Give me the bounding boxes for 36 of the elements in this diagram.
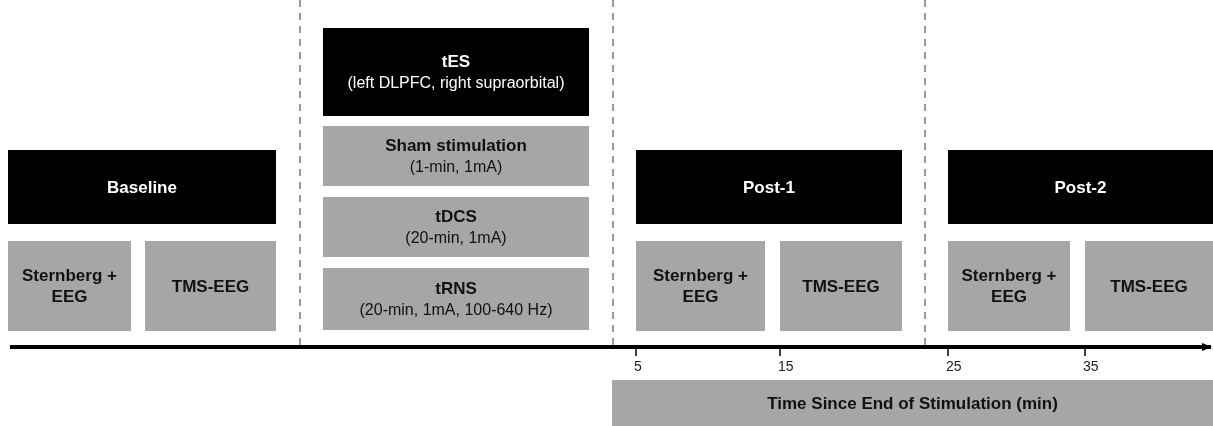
condition-box	[323, 268, 589, 330]
box-title: tES	[441, 51, 471, 72]
box-title: Sternberg + EEG	[652, 265, 749, 307]
task-box	[1085, 241, 1213, 331]
tick-label: 35	[1083, 358, 1099, 374]
tick-label: 15	[778, 358, 794, 374]
phase-header	[948, 150, 1213, 224]
box-title: Post-1	[743, 176, 795, 198]
box-title: TMS-EEG	[802, 275, 880, 297]
box-title: Time Since End of Stimulation (min)	[767, 392, 1058, 414]
box-title: Sternberg + EEG	[21, 265, 118, 307]
box-title: tRNS	[435, 278, 477, 299]
phase-header	[636, 150, 902, 224]
tick-label: 5	[634, 358, 642, 374]
stimulation-header	[323, 28, 589, 116]
box-detail: (1-min, 1mA)	[409, 157, 503, 177]
tick-label: 25	[946, 358, 962, 374]
box-title: TMS-EEG	[171, 275, 250, 297]
task-box	[145, 241, 276, 331]
box-detail: (20-min, 1mA, 100-640 Hz)	[359, 300, 553, 320]
box-title: Sternberg + EEG	[960, 265, 1058, 307]
box-detail: (20-min, 1mA)	[405, 228, 507, 248]
box-title: Sham stimulation	[385, 135, 527, 156]
box-title: TMS-EEG	[1110, 275, 1188, 297]
box-title: Baseline	[107, 176, 177, 198]
box-title: Post-2	[1054, 176, 1107, 198]
axis-title-bar	[612, 380, 1213, 426]
task-box	[948, 241, 1070, 331]
box-detail: (left DLPFC, right supraorbital)	[347, 73, 565, 93]
task-box	[8, 241, 131, 331]
task-box	[780, 241, 902, 331]
condition-box	[323, 197, 589, 257]
condition-box	[323, 126, 589, 186]
task-box	[636, 241, 765, 331]
phase-header	[8, 150, 276, 224]
box-title: tDCS	[435, 206, 477, 227]
